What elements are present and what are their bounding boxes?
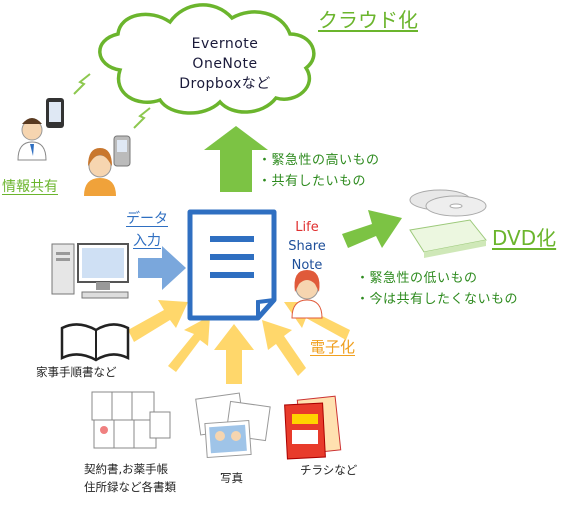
- sharing-label: 情報共有: [2, 179, 58, 195]
- dvd-note-not-shared: ・今は共有したくないもの: [356, 292, 519, 307]
- cloud-note-urgent: ・緊急性の高いもの: [258, 153, 380, 168]
- arrow-up-to-cloud: [204, 126, 268, 192]
- desktop-computer-icon: [51, 243, 129, 299]
- app-name-note: Note: [291, 258, 323, 273]
- signal-icon: [73, 73, 151, 129]
- book-icon: [60, 323, 130, 362]
- documents-icon: [91, 391, 171, 449]
- document-icon: [187, 209, 277, 321]
- app-name-share: Share: [288, 239, 326, 254]
- cloud-notes: ・緊急性の高いもの ・共有したいもの: [258, 150, 380, 192]
- app-name: Life Share Note: [284, 218, 330, 275]
- digitize-label: 電子化: [310, 338, 356, 356]
- contracts-caption: 契約書,お薬手帳 住所録など各書類: [84, 460, 176, 496]
- woman-avatar-icon: [84, 148, 116, 196]
- photos-caption: 写真: [220, 471, 243, 485]
- man-avatar-icon: [17, 118, 47, 161]
- arrow-right-to-dvd: [342, 210, 402, 248]
- contracts-caption-line-2: 住所録など各書類: [84, 480, 176, 494]
- photos-icon: [195, 392, 271, 459]
- cloud-service-evernote: Evernote: [191, 36, 259, 52]
- data-input-line-1: データ: [126, 211, 168, 227]
- dvd-icon: [409, 189, 487, 258]
- presenter-avatar-icon: [291, 270, 323, 319]
- cloud-shape: [98, 3, 316, 115]
- data-input-line-2: 入力: [133, 233, 161, 249]
- cloud-title: クラウド化: [318, 8, 418, 32]
- cloud-note-shared: ・共有したいもの: [258, 174, 367, 189]
- smartphone-icon: [46, 98, 64, 128]
- cloud-service-dropbox: Dropboxなど: [179, 76, 271, 92]
- flyers-icon: [284, 395, 342, 460]
- flyers-caption: チラシなど: [300, 463, 358, 477]
- mobile-phone-icon: [113, 135, 131, 167]
- contracts-caption-line-1: 契約書,お薬手帳: [84, 462, 169, 476]
- dvd-note-low-urgency: ・緊急性の低いもの: [356, 271, 478, 286]
- arrow-data-input: [138, 246, 186, 290]
- household-caption: 家事手順書など: [36, 365, 117, 379]
- data-input-label: データ 入力: [126, 208, 168, 252]
- cloud-services: Evernote OneNote Dropboxなど: [160, 34, 290, 94]
- dvd-notes: ・緊急性の低いもの ・今は共有したくないもの: [356, 268, 518, 310]
- app-name-life: Life: [295, 220, 319, 235]
- cloud-service-onenote: OneNote: [192, 56, 258, 72]
- dvd-title: DVD化: [492, 226, 557, 250]
